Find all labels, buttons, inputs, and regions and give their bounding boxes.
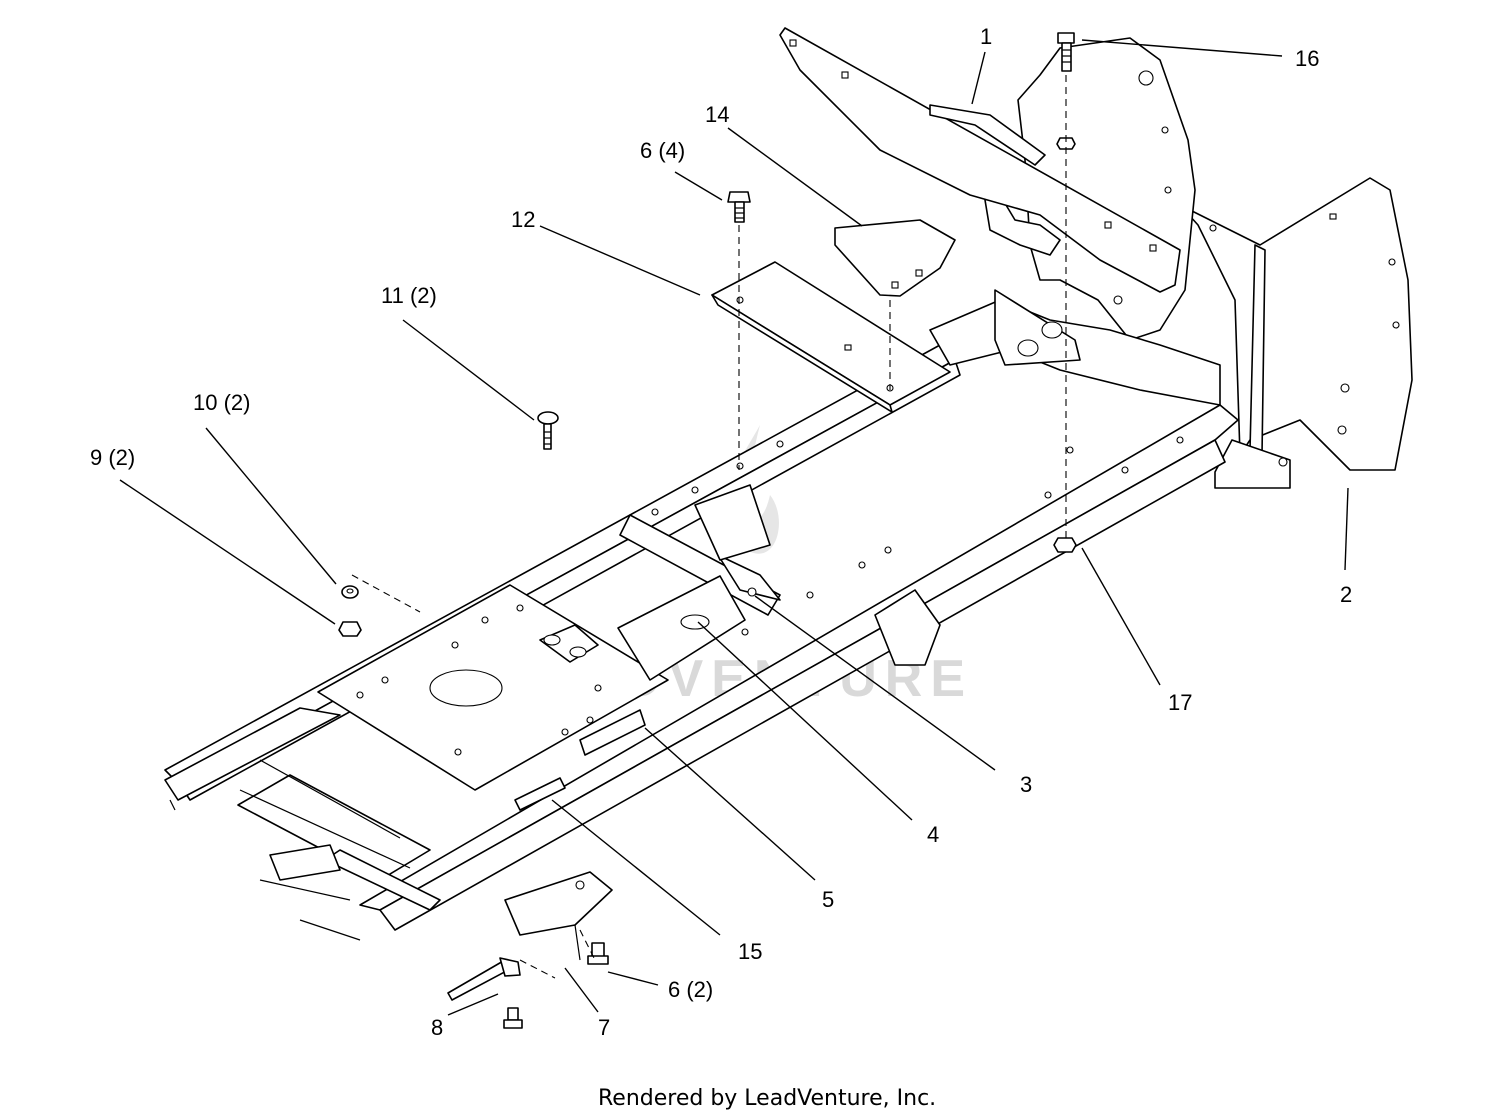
part-7-bracket: [504, 871, 613, 961]
callout-16: 16: [1295, 46, 1319, 71]
callout-3: 3: [1020, 772, 1032, 797]
callout-7: 7: [598, 1015, 610, 1040]
callout-4: 4: [927, 822, 939, 847]
callout-labels: 1 2 3 4 5 6 (4) 6 (2) 7 8 9 (2) 10 (2) 1…: [90, 24, 1352, 1040]
part-12-bracket: [711, 261, 951, 413]
callout-2: 2: [1340, 582, 1352, 607]
callout-6-4: 6 (4): [640, 138, 685, 163]
callout-11: 11 (2): [381, 283, 437, 308]
mid-cross-members: [514, 484, 941, 811]
bolt-8-lower: [503, 1007, 523, 1029]
nut-9: [338, 621, 362, 637]
callout-10: 10 (2): [193, 390, 250, 415]
callout-17: 17: [1168, 690, 1192, 715]
callout-8: 8: [431, 1015, 443, 1040]
callout-15: 15: [738, 939, 762, 964]
pin-8: [447, 957, 521, 1001]
rear-frame-plate: [1179, 177, 1413, 489]
assembly-lines: [351, 75, 1067, 979]
front-cross-members: [164, 707, 441, 941]
callout-6-2: 6 (2): [668, 977, 713, 1002]
part-14-bracket: [834, 219, 956, 297]
rail-holes: [596, 436, 1184, 716]
bolt-6-upper: [727, 191, 751, 223]
bolt-6-lower: [587, 942, 609, 965]
part-1-bar: [779, 27, 1181, 293]
callout-1: 1: [980, 24, 992, 49]
callout-9: 9 (2): [90, 445, 135, 470]
bolt-16: [1057, 32, 1075, 72]
main-frame: [164, 299, 1239, 931]
nut-17: [1053, 537, 1077, 553]
callout-5: 5: [822, 887, 834, 912]
footer-credit: Rendered by LeadVenture, Inc.: [598, 1086, 936, 1111]
seat-deck-plate: [317, 584, 669, 791]
carriage-bolt-11: [537, 411, 559, 450]
callout-12: 12: [511, 207, 535, 232]
callout-14: 14: [705, 102, 729, 127]
leader-lines: [119, 39, 1349, 1016]
hardware: [338, 32, 1077, 1029]
